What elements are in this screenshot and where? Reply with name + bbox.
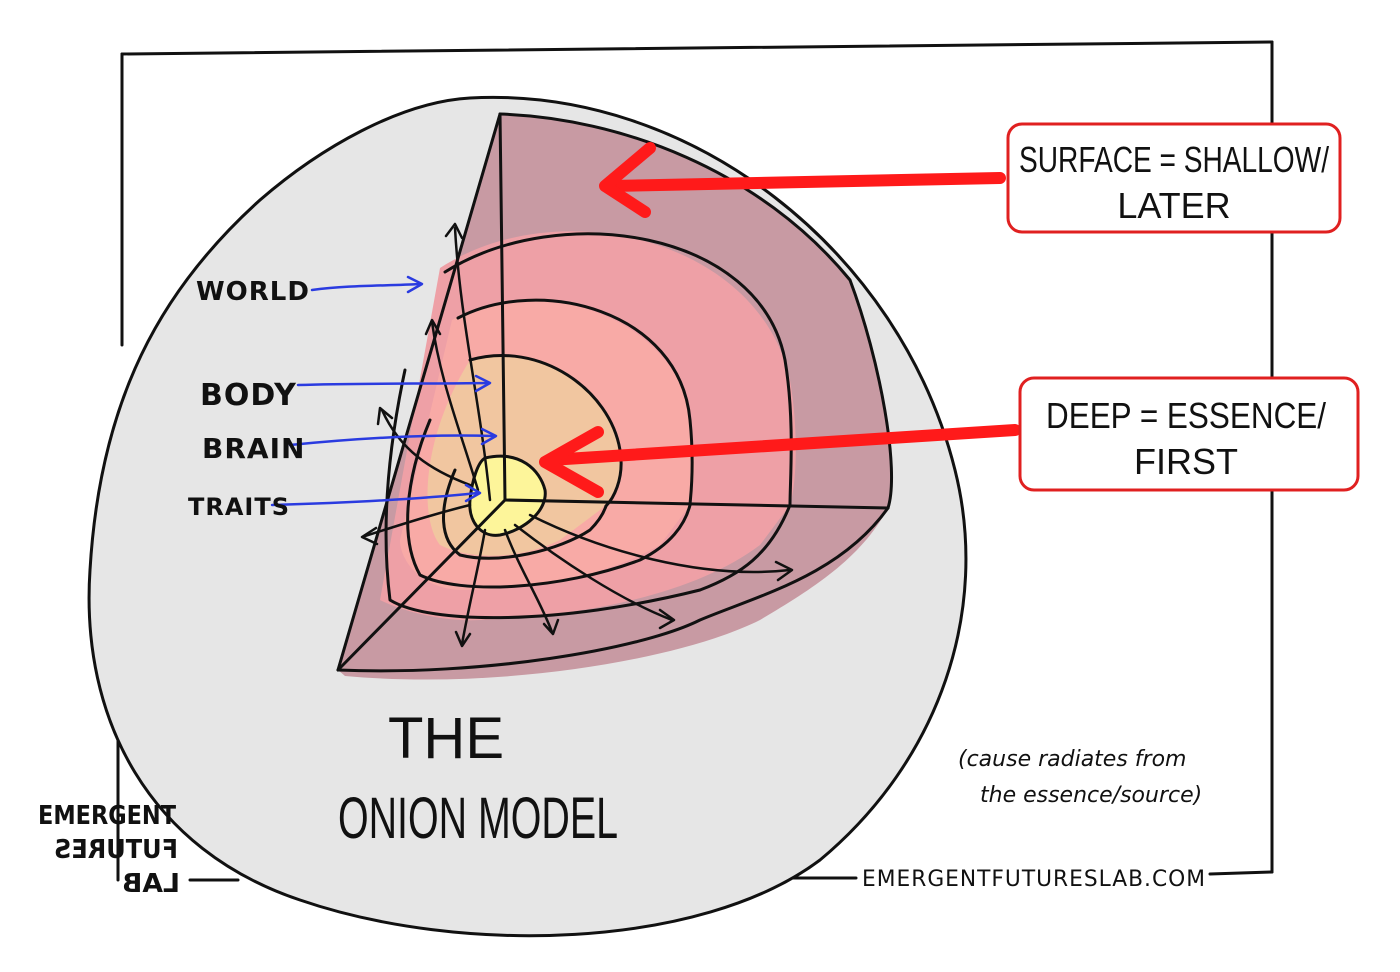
radial-arrows xyxy=(360,222,794,648)
logo-line2: FUTURES xyxy=(54,835,178,865)
logo: EMERGENT FUTURES LAB xyxy=(38,801,180,899)
label-world: WORLD xyxy=(196,277,310,307)
title-line2: ONION MODEL xyxy=(338,786,618,851)
logo-line3: LAB xyxy=(122,869,180,899)
callout-deep: DEEP = ESSENCE/ FIRST xyxy=(1018,376,1360,492)
label-arrows xyxy=(270,275,498,507)
label-body: BODY xyxy=(200,378,297,413)
callout-surface-line2: LATER xyxy=(1117,185,1230,226)
callout-deep-line2: FIRST xyxy=(1134,441,1238,482)
callout-surface: SURFACE = SHALLOW/ LATER xyxy=(1006,122,1342,234)
website-label: EMERGENTFUTURESLAB.COM xyxy=(862,867,1206,892)
label-traits: TRAITS xyxy=(188,493,290,521)
label-brain: BRAIN xyxy=(202,432,305,465)
wedge-outlines xyxy=(336,112,894,673)
note-line1: (cause radiates from xyxy=(958,747,1186,772)
callout-surface-line1: SURFACE = SHALLOW/ xyxy=(1019,139,1329,180)
callout-deep-line1: DEEP = ESSENCE/ xyxy=(1046,395,1326,436)
logo-line1: EMERGENT xyxy=(38,801,176,831)
red-arrows xyxy=(539,142,1021,498)
note-line2: the essence/source) xyxy=(980,783,1202,808)
title-line1: THE xyxy=(388,706,504,771)
